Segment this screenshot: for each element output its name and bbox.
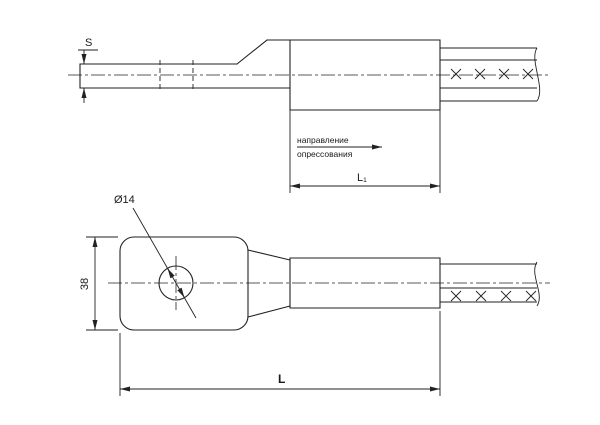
crimp-direction-note: направление опрессования — [297, 135, 382, 159]
width-extension-lines — [86, 236, 118, 331]
cable-break-line — [534, 47, 541, 102]
cable-strand-marks — [450, 290, 537, 302]
thickness-dimension: S — [78, 37, 98, 103]
cable-lines — [440, 263, 537, 303]
tongue-profile — [79, 63, 291, 89]
transition-slant — [236, 39, 268, 65]
crimp-note-line1: направление — [297, 135, 349, 145]
hole-diameter-label: Ø14 — [114, 194, 135, 206]
barrel-outline — [289, 257, 441, 309]
cable-lines — [440, 47, 537, 102]
barrel-profile — [266, 39, 441, 111]
hole-diameter-dimension: Ø14 — [114, 194, 197, 319]
hole-diameter-arrow-lower — [177, 287, 185, 298]
side-view: S направление опрессования L₁ — [68, 37, 550, 193]
width-label: 38 — [79, 278, 91, 290]
plan-view: Ø14 38 L — [79, 194, 550, 396]
tongue-outline — [119, 236, 249, 331]
transition-taper — [247, 249, 291, 318]
hole-diameter-arrow-upper — [167, 268, 175, 279]
barrel-length-dimension: L₁ — [289, 110, 441, 193]
hole-hidden-lines — [159, 60, 194, 92]
barrel-length-label: L₁ — [357, 172, 367, 184]
crimp-note-line2: опрессования — [297, 149, 353, 159]
thickness-label: S — [85, 37, 92, 49]
length-dimension: L — [119, 311, 441, 396]
cable-break-line — [534, 261, 540, 307]
width-dimension: 38 — [79, 236, 118, 331]
overall-length-label: L — [278, 372, 285, 386]
barrel-length-extension-lines — [289, 110, 441, 193]
cable-strand-marks — [450, 68, 534, 80]
hole-diameter-leader — [132, 207, 197, 319]
length-extension-lines — [119, 311, 441, 396]
